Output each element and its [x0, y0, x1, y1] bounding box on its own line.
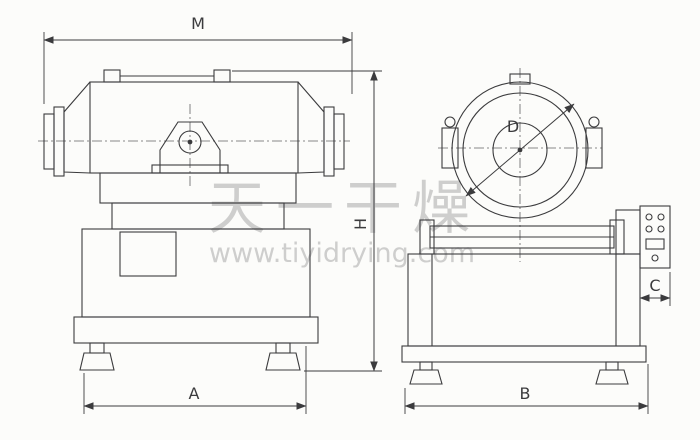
side-view: [401, 68, 671, 385]
trunnion-left-pin: [444, 116, 456, 128]
base-flange: [73, 316, 319, 344]
right-cone: [297, 81, 325, 174]
side-left-foot-stem: [419, 361, 433, 371]
panel-button: [657, 225, 665, 233]
watermark-text: 天一干燥: [208, 174, 480, 242]
dim-label-b: B: [520, 384, 531, 403]
trunnion-right-pin: [588, 116, 600, 128]
dim-label-m: M: [191, 14, 205, 33]
mixer-body: [89, 81, 299, 174]
panel-button: [651, 254, 659, 262]
left-foot-pad: [79, 352, 115, 371]
dimensions: M H A B C D: [43, 14, 671, 414]
right-foot-pad: [265, 352, 301, 371]
dim-label-c: C: [649, 276, 660, 295]
panel-button: [657, 213, 665, 221]
control-panel: [639, 205, 671, 269]
panel-display: [645, 238, 665, 250]
front-view: [38, 69, 350, 371]
right-flange-outer: [333, 113, 345, 170]
side-left-foot-pad: [409, 369, 443, 385]
left-flange-outer: [43, 113, 55, 170]
top-lug-left: [103, 69, 121, 83]
side-right-foot-pad: [595, 369, 629, 385]
left-foot-stem: [89, 342, 105, 354]
control-pillar: [615, 209, 641, 255]
right-flange-inner: [323, 106, 335, 177]
top-lug-right: [213, 69, 231, 83]
base-panel: [119, 231, 177, 277]
right-foot-stem: [275, 342, 291, 354]
watermark: 天一干燥 www.tiyidrying.com: [208, 174, 480, 269]
dim-label-height: H: [351, 218, 370, 230]
panel-button: [645, 213, 653, 221]
dim-label-a: A: [189, 384, 200, 403]
left-flange-inner: [53, 106, 65, 177]
dim-label-d: D: [507, 117, 519, 136]
side-base-flange: [401, 345, 647, 363]
left-cone: [63, 81, 91, 174]
panel-button: [645, 225, 653, 233]
side-right-foot-stem: [605, 361, 619, 371]
